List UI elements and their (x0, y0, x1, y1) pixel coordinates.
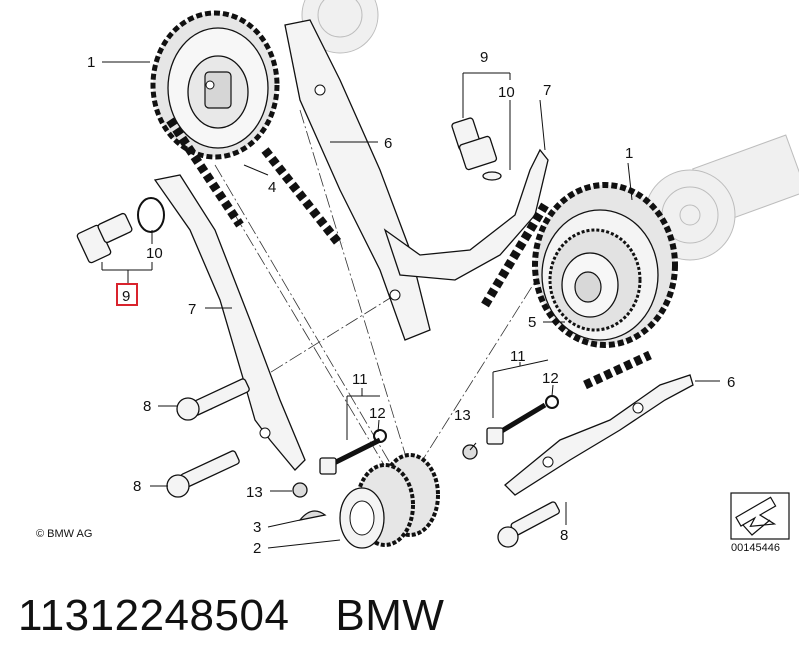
callout-12-mid: 12 (369, 405, 386, 422)
callout-8-lower: 8 (133, 478, 141, 495)
callout-4: 4 (268, 179, 276, 196)
bolt-lower (166, 450, 240, 498)
callout-3: 3 (253, 519, 261, 536)
bolt-bottom (497, 501, 560, 548)
right-tensioner-rail (383, 148, 549, 281)
callout-12-right: 12 (542, 370, 559, 387)
callout-11-mid: 11 (352, 371, 368, 388)
callout-7-left: 7 (188, 301, 196, 318)
upper-guide-rail (284, 19, 431, 341)
chain-tensioner-left (76, 197, 165, 264)
bolt-set-right (462, 395, 559, 460)
part-number: 11312248504 (18, 591, 290, 640)
highlighted-part-box (116, 283, 138, 306)
left-guide-rail (153, 174, 306, 471)
callout-8-upper: 8 (143, 398, 151, 415)
background-camshaft-gear-top (301, 0, 379, 54)
callout-1-right: 1 (625, 145, 633, 162)
chain-tensioner-upper (451, 117, 502, 181)
leader-lines (101, 61, 720, 549)
timing-chain-exploded-diagram: 1 4 6 9 10 7 1 10 9 7 5 11 6 12 11 8 12 … (36, 0, 799, 557)
callout-8-bottom: 8 (560, 527, 568, 544)
callout-13-mid: 13 (246, 484, 263, 501)
callout-1-top: 1 (87, 54, 95, 71)
intake-camshaft-sprocket (532, 182, 678, 348)
callout-7-right: 7 (543, 82, 551, 99)
part-footer: 11312248504 BMW (18, 586, 444, 646)
brand-name: BMW (335, 591, 445, 640)
callout-13-right: 13 (454, 407, 471, 424)
copyright-text: © BMW AG (36, 528, 92, 540)
callout-10-left: 10 (146, 245, 163, 262)
callout-5: 5 (528, 314, 536, 331)
upper-camshaft-sprocket (150, 10, 280, 160)
bolt-set-middle (292, 429, 387, 498)
callout-9-top: 9 (480, 49, 488, 66)
callout-11-right: 11 (510, 348, 526, 365)
woodruff-key (298, 510, 327, 521)
crankshaft-sprocket (339, 453, 440, 549)
upper-timing-chain (166, 117, 344, 248)
callout-6-top: 6 (384, 135, 392, 152)
lower-timing-chain (481, 202, 652, 390)
callout-2: 2 (253, 540, 261, 557)
callout-6-right: 6 (727, 374, 735, 391)
bolt-upper (176, 378, 250, 421)
callout-10-top: 10 (498, 84, 515, 101)
drawing-number: 00145446 (731, 542, 780, 554)
drawing-number-emblem: 00145446 (730, 492, 790, 554)
callout-9-left: 9 (122, 288, 130, 305)
lower-right-guide-rail (504, 374, 694, 496)
callout-labels: 1 4 6 9 10 7 1 10 9 7 5 11 6 12 11 8 12 … (87, 49, 735, 557)
